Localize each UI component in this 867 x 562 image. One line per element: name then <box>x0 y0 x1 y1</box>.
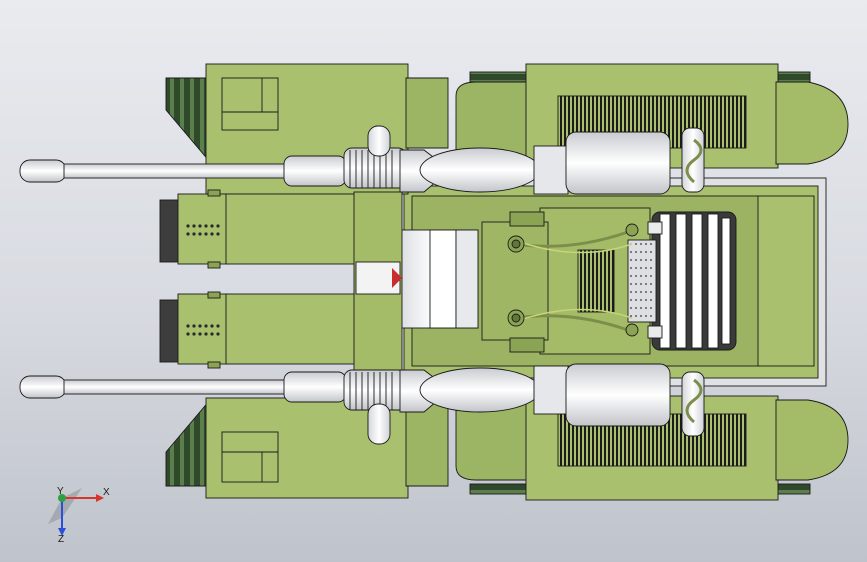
cable-sockets <box>507 223 639 337</box>
left-track-top <box>165 77 211 487</box>
chassis-frame <box>395 177 827 387</box>
y-axis-label: Y <box>57 486 64 497</box>
z-axis-label: Z <box>58 534 65 545</box>
y-axis-dot <box>58 494 66 502</box>
x-axis-label: X <box>103 487 110 498</box>
loader-cabin <box>389 229 479 329</box>
z-axis-arrow <box>58 528 66 536</box>
main-gun-lower <box>19 363 671 445</box>
engine-drum <box>627 211 737 351</box>
front-hull-bottom <box>205 397 449 499</box>
x-axis-arrow <box>96 494 104 502</box>
side-pod-lower <box>159 293 357 365</box>
axis-triad <box>48 488 104 536</box>
side-pod-upper <box>159 193 357 265</box>
recoil-pistons <box>681 127 705 437</box>
main-gun-upper <box>19 125 671 195</box>
hydraulic-lines <box>515 230 633 332</box>
